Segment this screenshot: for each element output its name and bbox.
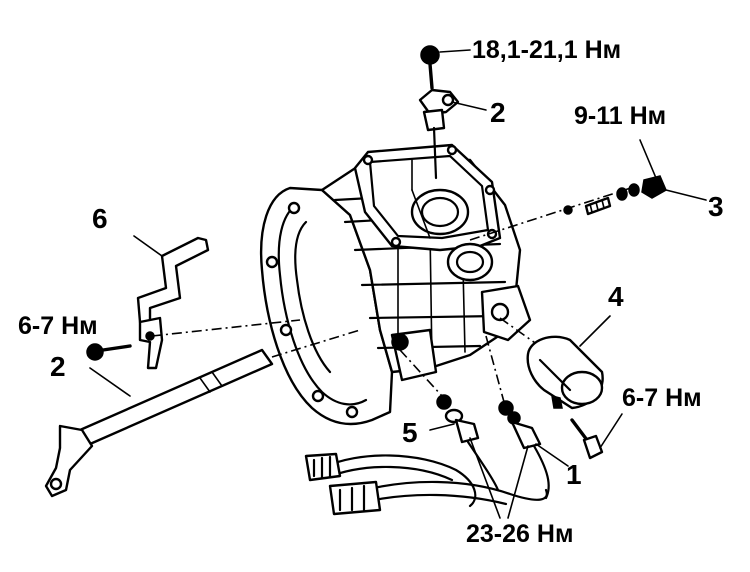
torque-label-bottom: 23-26 Нм	[466, 520, 573, 548]
part-number-6: 6	[92, 203, 108, 234]
plug-spring-assembly	[469, 175, 667, 241]
torque-label-top: 18,1-21,1 Нм	[472, 36, 621, 64]
part-number-3: 3	[708, 191, 724, 222]
part-number-2-top: 2	[490, 97, 506, 128]
shift-lever	[136, 236, 301, 370]
switch-and-wiring	[304, 335, 550, 516]
leader-lines	[89, 49, 707, 519]
sensor-assembly	[499, 317, 604, 460]
part-number-1: 1	[566, 459, 582, 490]
top-bolt-assembly	[411, 45, 460, 239]
part-number-2-left: 2	[50, 351, 66, 382]
part-number-5: 5	[402, 417, 418, 448]
torque-label-left: 6-7 Нм	[18, 312, 98, 340]
shift-shaft	[44, 329, 361, 498]
torque-label-right-bottom: 6-7 Нм	[622, 384, 702, 412]
torque-label-right-top: 9-11 Нм	[574, 102, 666, 130]
part-number-4: 4	[608, 281, 624, 312]
lever-bolt	[86, 343, 132, 361]
transmission-housing	[260, 143, 532, 426]
